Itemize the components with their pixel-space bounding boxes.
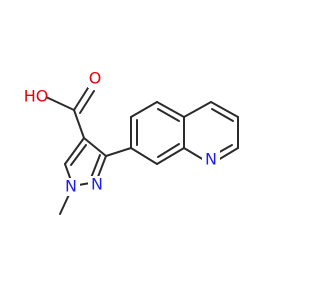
bond-p1	[183, 101, 212, 118]
hydroxyl-label: HO	[24, 87, 49, 106]
pyrazole-n2-label: N	[91, 175, 103, 194]
bond-p2	[210, 101, 239, 118]
molecule-structure: HO O N N N	[24, 69, 239, 215]
o-label-bg	[88, 70, 102, 88]
bond-pyrazole-quinoline	[105, 147, 132, 157]
bond-acid-to-ring	[73, 109, 85, 139]
label-layer: HO O N N N	[24, 69, 220, 196]
ho-label-bg	[24, 86, 46, 106]
bond-q3-double	[157, 108, 180, 122]
quinoline-n-label-bg	[202, 150, 220, 170]
bond-c5-c4-double	[70, 144, 87, 166]
bond-c-o-double-b	[79, 90, 95, 114]
bond-q5	[156, 147, 185, 165]
n1-label-bg	[62, 178, 80, 196]
bond-c-o-double-a	[73, 87, 89, 111]
bond-p4	[217, 147, 239, 161]
bond-c4-c3	[83, 137, 107, 157]
pyrazole-n1-label: N	[65, 177, 77, 196]
carbonyl-oxygen-label: O	[89, 69, 102, 88]
bond-q6	[130, 147, 158, 165]
quinoline-n-label: N	[205, 150, 217, 169]
bond-q5-double	[157, 143, 180, 158]
bond-q2	[130, 101, 158, 118]
bond-p2-double	[211, 108, 234, 122]
bond-c-oh	[45, 96, 75, 111]
bond-c3-n2-double	[90, 154, 101, 179]
bond-p5	[183, 147, 205, 161]
n2-label-bg	[88, 176, 106, 194]
bond-c5-c4	[64, 137, 85, 165]
bond-q3	[156, 101, 185, 118]
